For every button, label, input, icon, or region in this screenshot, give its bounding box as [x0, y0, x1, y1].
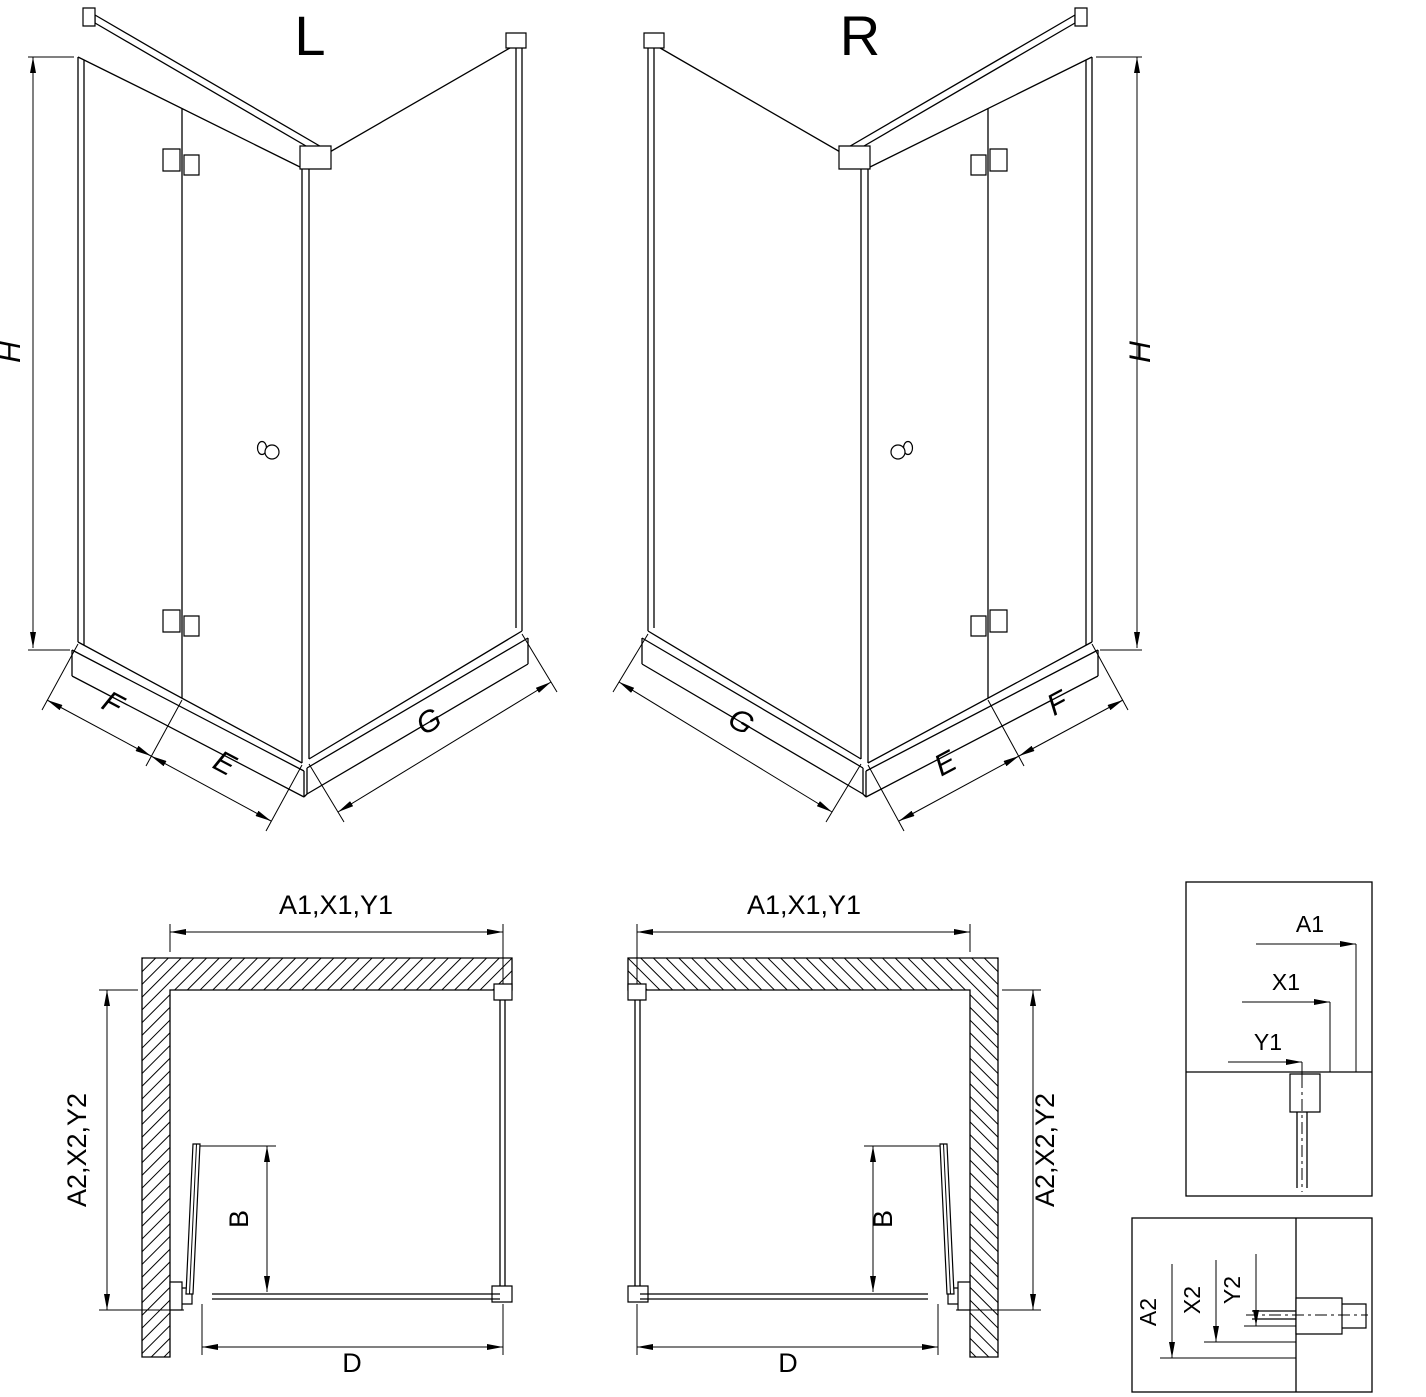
plan-left-b-label: B	[224, 1210, 254, 1228]
plan-left-depth-label: A2,X2,Y2	[62, 1093, 92, 1207]
plan-left-geometry	[99, 924, 512, 1357]
plan-right-geometry	[628, 924, 1041, 1357]
detail-depth-profile: A2 X2 Y2	[1131, 1217, 1373, 1393]
variant-label-left: L	[294, 4, 325, 67]
detail-width-wall-profile	[1289, 1073, 1321, 1113]
dim-label-h-left: H	[0, 341, 27, 363]
detail-depth-frame	[1131, 1217, 1373, 1393]
plan-left: A1,X1,Y1 A2,X2,Y2 B D	[62, 890, 512, 1378]
plan-right-d-label: D	[778, 1348, 798, 1378]
variant-label-right: R	[840, 4, 880, 67]
detail-depth-glass	[1252, 1310, 1296, 1320]
detail-width-frame	[1185, 881, 1373, 1197]
detail-depth-wall-profile	[1295, 1297, 1367, 1335]
detail-y2-label: Y2	[1219, 1276, 1245, 1304]
detail-y1-label: Y1	[1254, 1029, 1282, 1055]
dim-label-f-right: F	[1042, 684, 1075, 723]
dim-label-h-right: H	[1124, 341, 1157, 363]
detail-x1-label: X1	[1272, 969, 1300, 995]
detail-width-glass	[1296, 1112, 1308, 1188]
dim-label-g-left: G	[411, 702, 448, 742]
detail-width-profile: A1 X1 Y1	[1185, 881, 1373, 1197]
plan-right-width-label: A1,X1,Y1	[747, 890, 861, 920]
detail-a1-label: A1	[1296, 911, 1324, 937]
dim-label-g-right: G	[722, 702, 759, 742]
detail-depth-extensions	[1160, 1325, 1296, 1359]
view-3d-left: L H F E G	[0, 4, 557, 831]
detail-a2-label: A2	[1135, 1298, 1161, 1326]
plan-right-depth-label: A2,X2,Y2	[1030, 1093, 1060, 1207]
plan-right: A1,X1,Y1 A2,X2,Y2 B D	[628, 890, 1060, 1378]
view-3d-right: R H F E G	[613, 4, 1157, 831]
plan-left-d-label: D	[342, 1348, 362, 1378]
detail-x2-label: X2	[1179, 1286, 1205, 1314]
plan-left-width-label: A1,X1,Y1	[279, 890, 393, 920]
plan-right-b-label: B	[868, 1210, 898, 1228]
detail-width-extensions	[1301, 944, 1357, 1076]
